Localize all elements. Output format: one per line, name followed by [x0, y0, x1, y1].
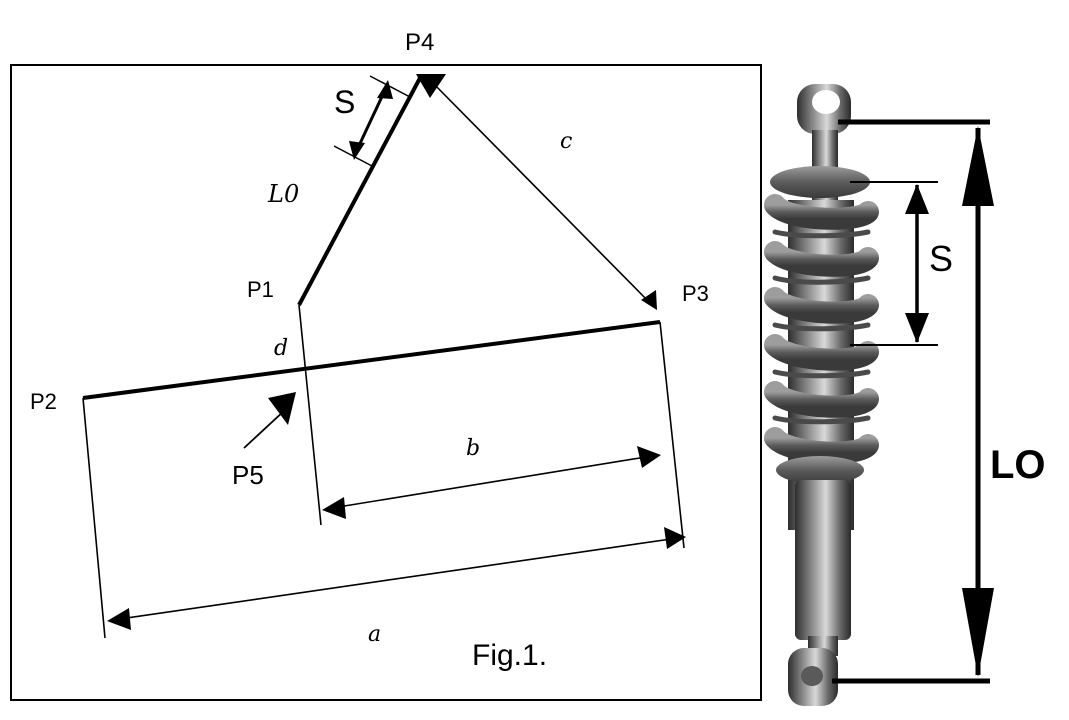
lo-arrow-bottom: [962, 588, 994, 677]
link-p3-down: [659, 321, 685, 549]
label-p4: P4: [405, 29, 434, 56]
arrowhead-b-right: [637, 446, 661, 468]
spring-coils: [764, 194, 879, 464]
arrowhead-p4: [416, 74, 446, 98]
label-p3: P3: [682, 281, 709, 306]
s-arrow-bottom: [905, 313, 929, 343]
bottom-eye-hole: [801, 666, 823, 686]
arrowhead-p5: [268, 392, 296, 425]
diagram-frame: [10, 64, 762, 701]
arrowhead-a-right: [664, 527, 686, 549]
arrowhead-a-left: [107, 608, 131, 630]
arrowhead-p3: [641, 290, 657, 310]
s-arrow-top: [905, 184, 929, 214]
lo-arrow-top: [962, 126, 994, 206]
link-p2-down: [82, 397, 106, 639]
spring-coils-front: [772, 229, 871, 425]
stroke-arrowhead-top: [377, 80, 393, 99]
link-c: [429, 79, 653, 306]
label-d: d: [274, 336, 288, 361]
p5-leader: [243, 409, 286, 449]
label-p2: P2: [30, 389, 57, 414]
figure-caption: Fig.1.: [472, 639, 547, 672]
link-p2-p3: [82, 320, 661, 400]
spring-seat-bottom: [776, 456, 864, 484]
label-a: a: [368, 622, 381, 647]
dimension-line-a: [112, 537, 679, 621]
label-lo: LO: [990, 443, 1046, 487]
lower-body: [795, 480, 851, 640]
label-s-small: S: [334, 84, 355, 120]
label-l0: L0: [267, 180, 299, 208]
label-b: b: [466, 436, 480, 461]
stroke-arrowhead-bottom: [349, 141, 365, 160]
label-c: c: [560, 129, 572, 154]
arrowhead-b-left: [322, 497, 346, 519]
top-eye-hole: [812, 90, 840, 114]
shock-l0-line: [297, 77, 422, 306]
shock-absorber-illustration: [764, 84, 879, 706]
spring-seat-top: [770, 166, 870, 198]
linkage-thin-lines: [82, 79, 685, 639]
label-p5: P5: [232, 460, 264, 490]
label-p1: P1: [247, 277, 274, 302]
label-s-large: S: [929, 238, 953, 279]
link-p1-down: [298, 304, 322, 526]
dimension-line-b: [331, 455, 653, 509]
